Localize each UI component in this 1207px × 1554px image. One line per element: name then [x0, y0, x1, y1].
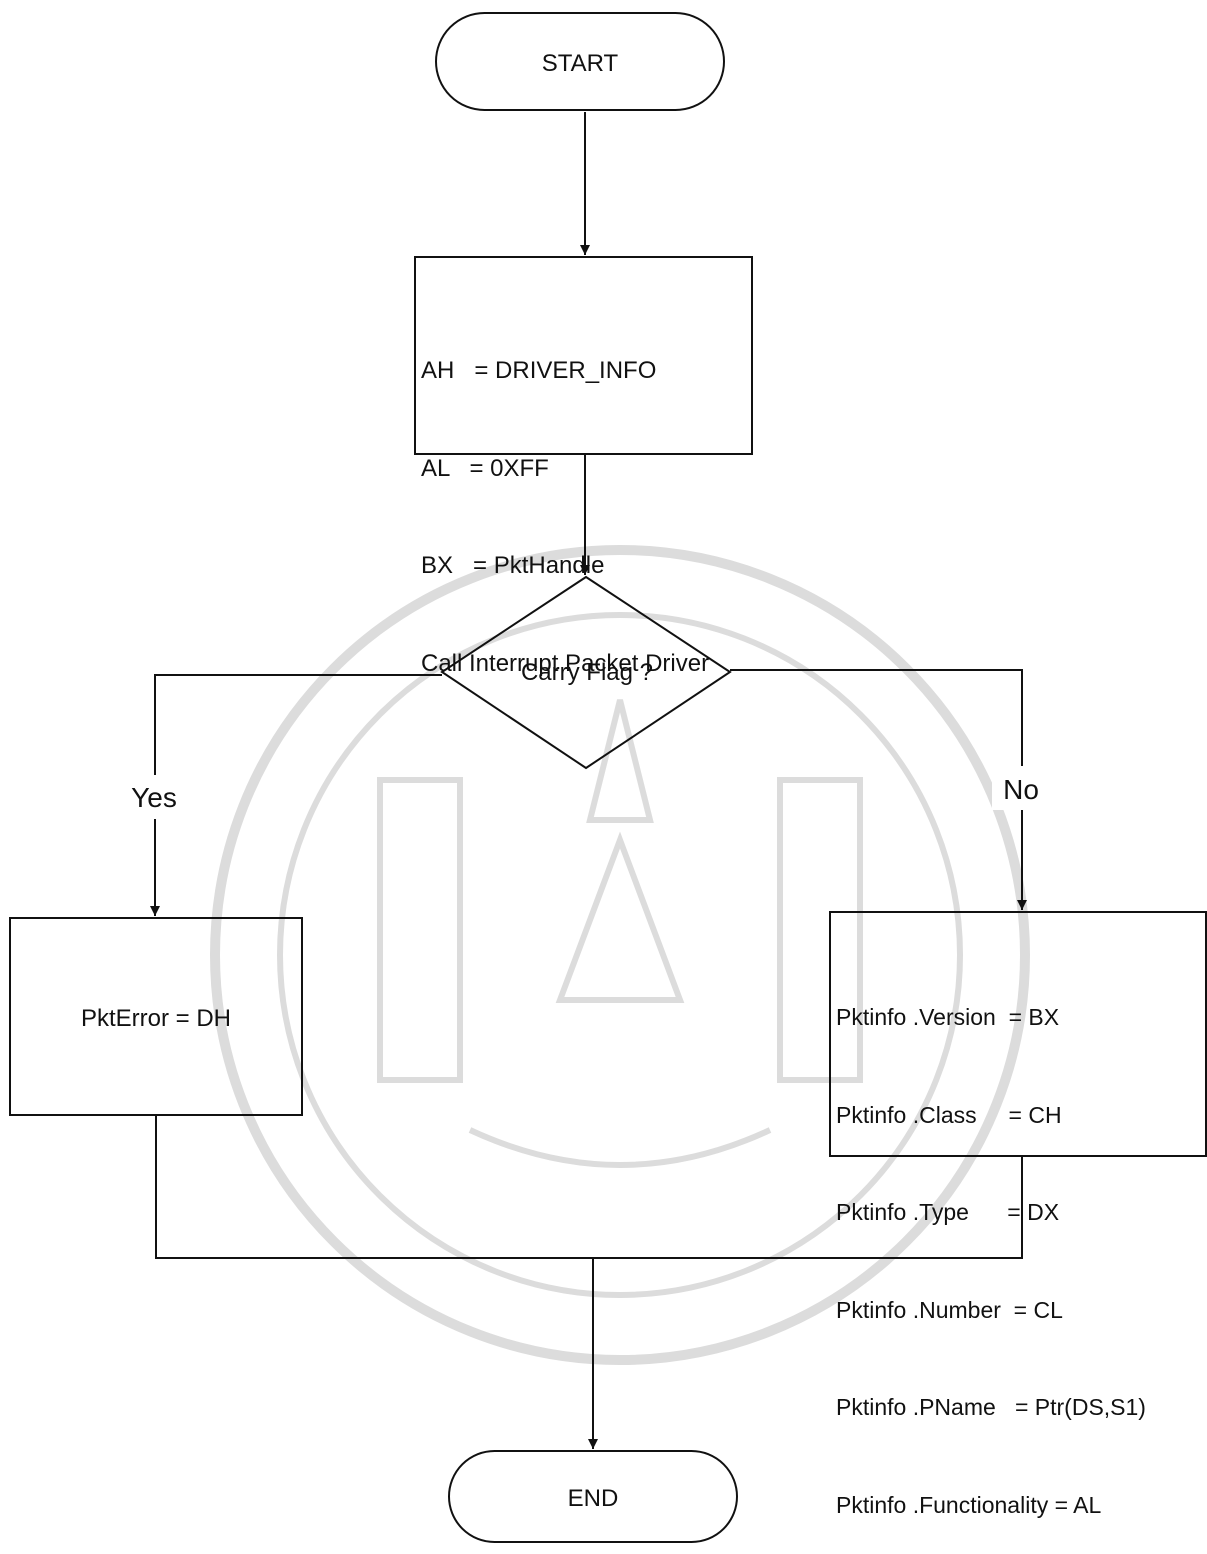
info-line: Pktinfo .PName = Ptr(DS,S1): [836, 1391, 1146, 1424]
end-label: END: [568, 1485, 619, 1512]
init-line: AL = 0XFF: [421, 453, 709, 486]
pkt-error-label: PktError = DH: [81, 1005, 231, 1032]
init-line: BX = PktHandle: [421, 550, 709, 583]
yes-label: Yes: [131, 782, 177, 813]
start-label: START: [542, 50, 619, 77]
info-line: Pktinfo .Number = CL: [836, 1294, 1146, 1327]
init-box-text: AH = DRIVER_INFO AL = 0XFF BX = PktHandl…: [421, 290, 709, 713]
info-line: Pktinfo .Functionality = AL: [836, 1489, 1146, 1522]
info-box-text: Pktinfo .Version = BX Pktinfo .Class = C…: [836, 936, 1146, 1554]
init-line: Call Interrupt Packet Driver: [421, 648, 709, 681]
init-line: AH = DRIVER_INFO: [421, 355, 709, 388]
info-line: Pktinfo .Version = BX: [836, 1001, 1146, 1034]
info-line: Pktinfo .Class = CH: [836, 1099, 1146, 1132]
no-branch-line: [730, 670, 1022, 910]
info-line: Pktinfo .Type = DX: [836, 1196, 1146, 1229]
no-label: No: [1003, 774, 1039, 805]
